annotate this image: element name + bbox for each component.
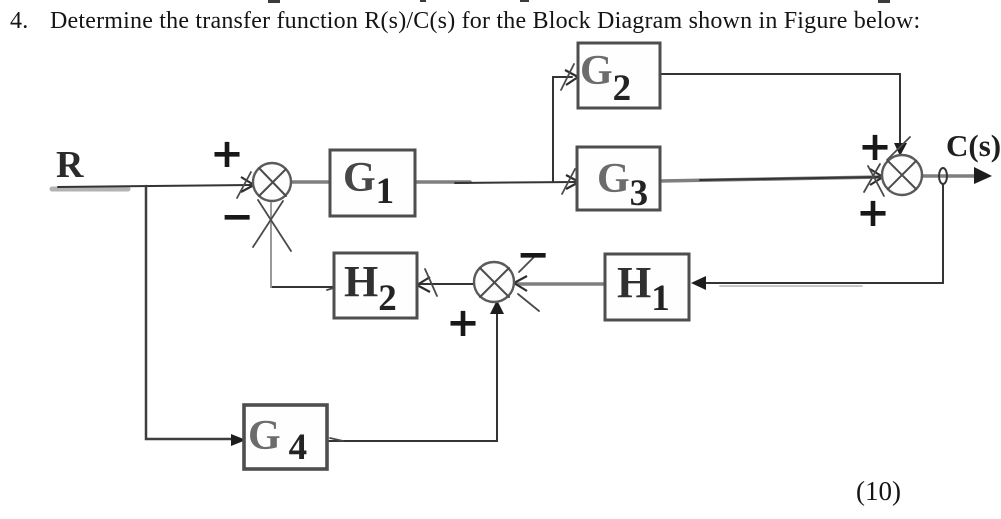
question-title: Determine the transfer function R(s)/C(s… [50,8,921,34]
block-g2: G2 [576,41,662,110]
branch-to-g2-line [552,76,573,183]
block-g1: G1 [328,148,417,218]
summing-junction-3 [880,153,924,197]
summing-junction-1 [251,161,293,203]
g4-rect [242,403,329,471]
signal-r-branch-to-g4 [144,184,246,446]
arrowhead-into-sum2-bottom [490,300,504,314]
g2-sub: 2 [613,68,632,109]
scan-speck [420,0,426,2]
scan-artifacts [268,0,890,3]
sum3-top-plus-sign: + [858,124,892,170]
signal-output [920,167,992,185]
arrowhead-into-h1 [691,276,706,290]
sketch-ticks [863,163,885,197]
g4-sub: 4 [289,427,308,468]
g1-rect [328,148,417,218]
output-label: C(s) [946,128,1001,163]
sum3-bottom-plus-sign: + [856,190,890,236]
sketch-tick [424,268,438,297]
g3-label: G3 [597,156,648,214]
scan-speck [520,0,529,2]
r-input-line [57,184,252,188]
g4-sum2-line [326,311,498,442]
h2-sub: 2 [378,278,397,319]
signal-g3-to-sum3 [658,163,885,197]
g3-rect [575,145,662,212]
sketch-tick [560,63,575,91]
question-number: 4. [10,8,29,34]
scan-speck [878,0,890,3]
arrowhead-into-g4 [231,434,246,446]
g2-sum3-line [659,73,901,153]
sum1-plus-sign: + [210,131,244,177]
block-h1: H1 [603,252,691,322]
input-label: R [56,144,84,186]
arrowhead-into-sum3-top [894,143,907,156]
block-g3: G3 [575,145,662,214]
signal-g1-to-g3-and-g2 [413,63,581,195]
h2-base: H [344,257,378,306]
sketch-tick [561,168,576,195]
question-header: 4. Determine the transfer function R(s)/C… [10,8,990,35]
g2-label: G2 [580,48,631,109]
h1-rect [603,252,691,322]
signal-feedback-to-h1 [691,183,944,290]
junction-signs: + − − + + + [210,124,892,346]
signal-h2-to-sum1 [252,199,341,291]
sum2-minus-sign: − [516,232,550,278]
sum2-plus-sign: + [446,300,480,346]
sketch-tick [329,437,344,442]
sum2-cross [479,267,510,298]
hand-arrow-into-sum1-bottom [252,199,292,252]
sketch-tick [886,136,911,161]
signal-g4-to-sum2 [326,300,504,442]
g1-label: G1 [343,155,394,212]
g3-sub: 3 [630,173,649,214]
h1-base: H [617,258,651,307]
feedback-line [702,183,944,284]
h1-label: H1 [617,258,670,319]
r-branch-line [144,184,238,441]
scan-speck [268,0,280,3]
g2-rect [576,41,662,110]
sketch-tick [236,171,252,199]
signal-r-input [49,171,256,199]
g4-base: G [248,413,281,459]
g3-sum3-line [699,176,880,181]
marks-label: (10) [856,476,901,506]
signal-g2-to-sum3 [659,73,911,161]
sum3-cross [887,160,917,190]
h1-sub: 1 [651,278,670,319]
g3-base: G [597,156,630,202]
g1-g3-line [454,181,577,184]
summing-junction-2 [472,260,516,304]
g1-sub: 1 [376,171,395,212]
sum1-minus-sign: − [220,194,254,240]
signal-sum2-to-h2 [415,268,475,297]
block-h2: H2 [332,251,419,320]
g1-base: G [343,155,376,201]
sketch-ticks [517,253,540,312]
h2-rect [332,251,419,320]
g2-base: G [580,48,613,94]
output-arrowhead [974,167,992,184]
sum1-cross [258,167,287,197]
h2-label: H2 [344,257,397,319]
